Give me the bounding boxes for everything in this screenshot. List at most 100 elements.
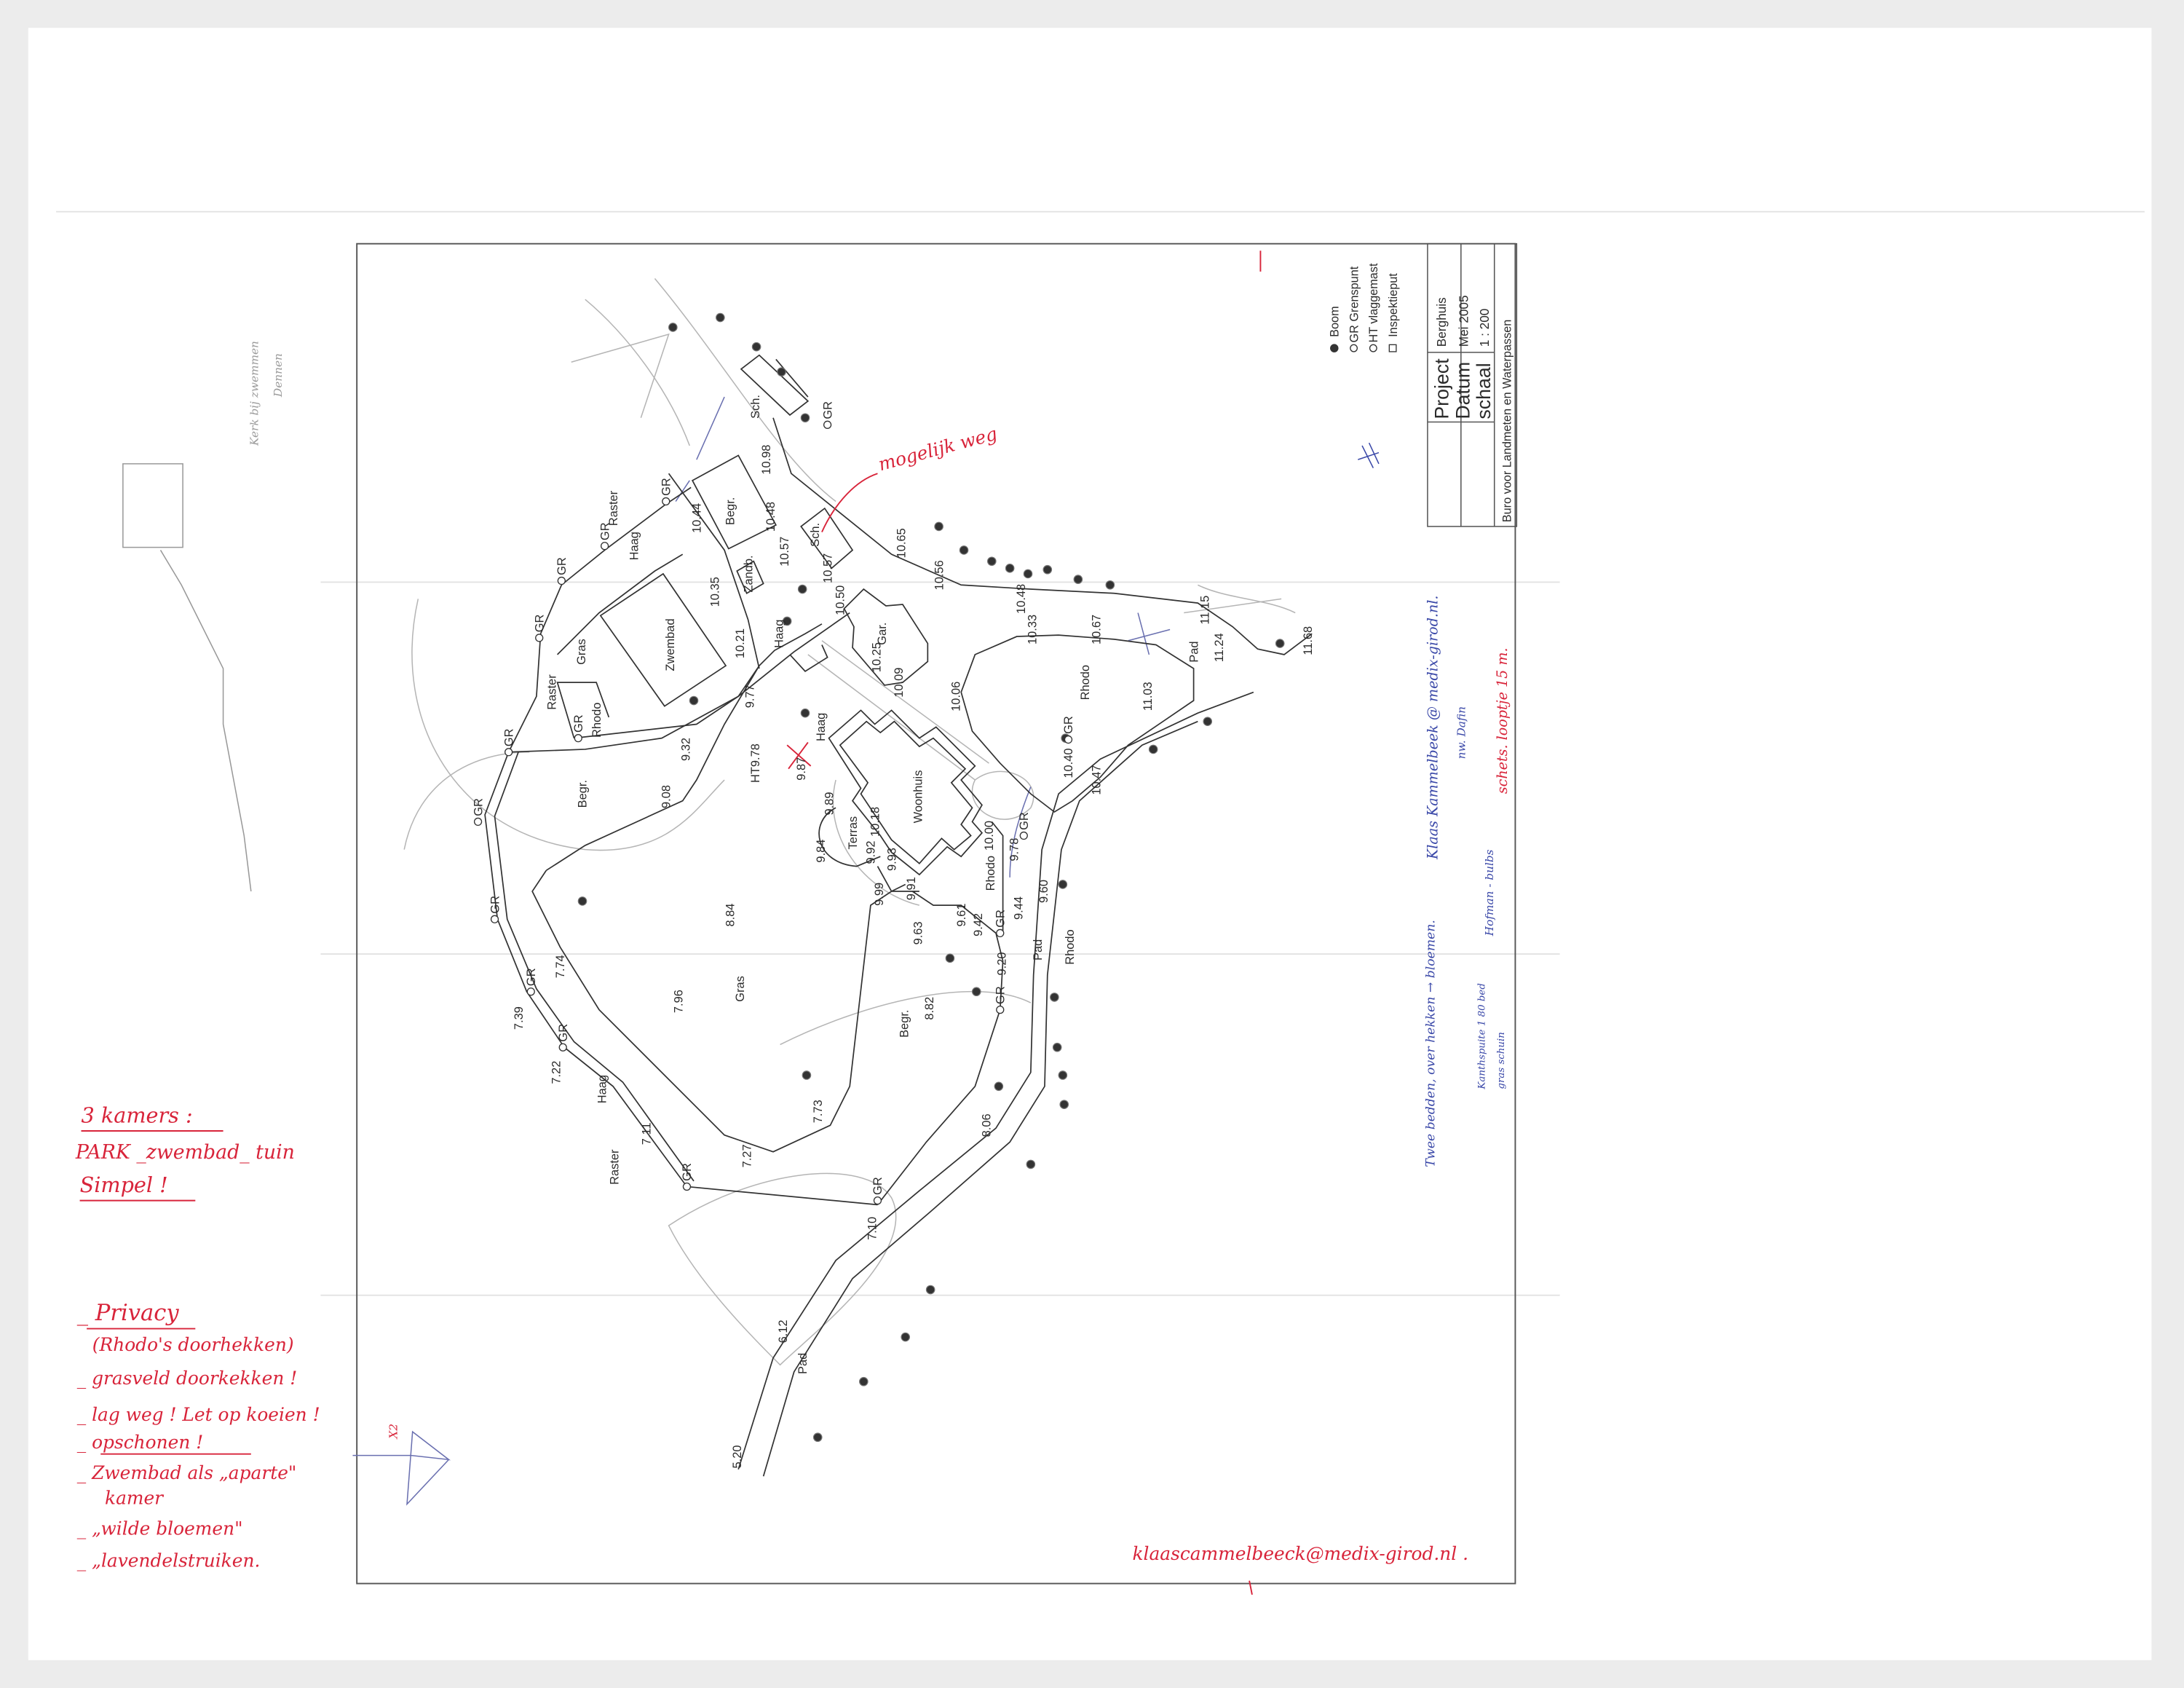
map-label: 9.42 (972, 913, 985, 936)
possible-road-pointer (821, 473, 878, 532)
tree-icon (716, 312, 725, 323)
map-label: 10.47 (1090, 765, 1103, 794)
map-label: Haag (815, 713, 828, 741)
map-label: 9.91 (905, 877, 918, 900)
tree-icon (1023, 569, 1033, 579)
map-label: 8.06 (980, 1113, 993, 1137)
boundary-point-icon (535, 634, 544, 642)
tree-icon (971, 987, 981, 997)
tree-icon (800, 708, 810, 718)
tree-icon (1148, 744, 1158, 754)
boundary-point-icon (558, 1043, 567, 1052)
boundary-point-icon (996, 1005, 1005, 1014)
map-label: 10.09 (893, 668, 906, 698)
road-inner-line (762, 720, 1198, 1477)
boundary-point-label: GR (994, 986, 1008, 1004)
tree-icon (901, 1332, 911, 1342)
map-label: 10.18 (869, 807, 882, 837)
pool-outline (599, 572, 727, 707)
map-label: Begr. (898, 1010, 911, 1038)
tree-icon (1105, 580, 1115, 590)
boundary-point-label: GR (525, 968, 538, 986)
paper (28, 28, 2152, 1660)
flagpole-icon (1369, 344, 1377, 352)
tree-icon (994, 1081, 1004, 1092)
date-label: Datum (1452, 362, 1473, 419)
tree-icon (1042, 564, 1053, 575)
boundary-point-icon (526, 987, 535, 996)
map-label: 9.78 (1008, 838, 1021, 861)
map-label: Begr. (577, 780, 590, 808)
boundary-point-icon (1064, 735, 1073, 744)
map-label: Pad (796, 1353, 810, 1374)
tree-icon (934, 521, 943, 532)
tree-icon (1058, 1070, 1068, 1080)
map-label: 10.21 (734, 628, 747, 658)
map-label: 10.50 (834, 585, 847, 615)
tree-icon (777, 367, 786, 376)
boundary-point-label: GR (871, 1177, 885, 1195)
red-note-line: Simpel ! (80, 1172, 168, 1197)
red-note-line: 3 kamers : (81, 1103, 192, 1128)
boundary-point-label: GR (821, 401, 834, 419)
legend-flagpole-label: HT vlaggemast (1367, 263, 1380, 342)
map-label: 10.25 (870, 642, 883, 672)
legend-manhole: Inspektieput (1387, 273, 1400, 352)
map-label: 8.82 (923, 997, 936, 1020)
tree-icon (812, 1432, 823, 1443)
tree-icon (689, 695, 699, 706)
map-label: 9.93 (885, 848, 898, 871)
map-label: 9.87 (795, 757, 808, 781)
map-label: 7.73 (812, 1100, 825, 1123)
map-label: Zandb. (742, 555, 755, 592)
tree-icon (800, 413, 810, 423)
boundary-point-icon (1350, 344, 1358, 352)
tree-icon (1073, 575, 1083, 584)
removed-flagpole-cross (786, 741, 812, 770)
map-label: 9.61 (955, 904, 968, 927)
boundary-point-label: GR (533, 615, 546, 633)
map-label: 10.00 (983, 821, 996, 851)
map-label: Raster (546, 674, 559, 710)
map-label: Zwembad (664, 618, 677, 671)
x2-mark: X2 (387, 1424, 400, 1440)
map-label: Sch. (749, 395, 762, 419)
surveyed-linework (484, 354, 1313, 1477)
tree-icon (986, 556, 997, 567)
blue-note-gras: gras schuin (1496, 1032, 1507, 1089)
map-label: 10.35 (708, 577, 721, 607)
legend-manhole-label: Inspektieput (1387, 273, 1400, 337)
map-label: 9.84 (815, 840, 828, 863)
map-label: Sch. (809, 523, 822, 547)
tree-icon (1275, 639, 1285, 648)
boundary-point-icon (996, 928, 1005, 938)
email-note: klaascammelbeeck@medix-girod.nl . (1132, 1543, 1468, 1564)
scan-seams (56, 210, 2145, 1296)
red-map-marks (786, 251, 1262, 1596)
map-label: 9.32 (679, 738, 692, 761)
tree-icon (1052, 1042, 1062, 1052)
title-block: Project Berghuis Datum Mei 2005 schaal 1… (1427, 242, 1518, 527)
red-note-line: _ „lavendelstruiken. (77, 1550, 261, 1571)
scale-value: 1 : 200 (1477, 309, 1492, 347)
red-note-line: _ Privacy (77, 1301, 180, 1326)
blue-signature (1358, 442, 1380, 468)
red-note-line: _ „wilde bloemen" (77, 1518, 243, 1539)
west-boundary (484, 752, 878, 1206)
blue-note-email: Klaas Kammelbeek @ medix-girod.nl. (1424, 596, 1441, 861)
boundary-point-label: GR (598, 522, 612, 540)
boundary-point-icon (490, 915, 499, 923)
map-label: 10.56 (933, 560, 946, 590)
map-label: 9.63 (912, 921, 925, 944)
boundary-point-icon (557, 576, 566, 585)
tree-icon (802, 1070, 812, 1080)
date-value: Mei 2005 (1456, 295, 1471, 347)
map-label: Begr. (724, 497, 737, 525)
tree-icon (577, 896, 587, 906)
map-label: 10.57 (778, 537, 791, 567)
tree-icon (751, 342, 761, 352)
garage-outline (843, 588, 929, 686)
map-label: 9.99 (873, 883, 886, 906)
